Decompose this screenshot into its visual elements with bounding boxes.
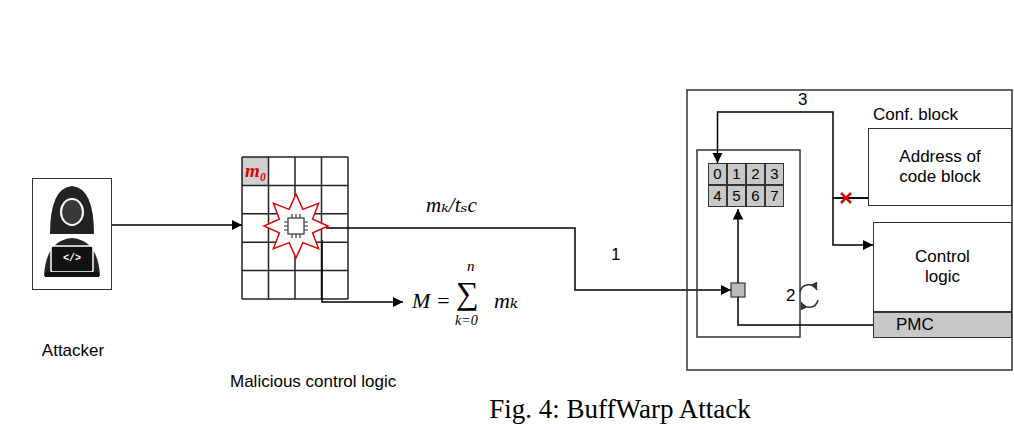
config-block: Conf. blockAddress of code block	[868, 128, 1012, 206]
body	[44, 238, 100, 276]
attacker-icon	[44, 186, 100, 277]
figure-caption: Fig. 4: BuffWarp Attack	[489, 395, 750, 425]
step-number: 2	[786, 287, 795, 306]
signal-wire	[326, 228, 731, 290]
node-text: 7	[770, 187, 778, 204]
sum-symbol: ∑	[456, 276, 479, 311]
fpga-outline	[687, 90, 1012, 370]
node-text: 1	[732, 165, 740, 182]
node-text: Control logic	[903, 247, 983, 286]
node-text: 4	[713, 187, 721, 204]
face	[61, 199, 83, 225]
chip-icon	[284, 214, 308, 238]
sum-leader	[322, 240, 403, 302]
laptop-base	[45, 272, 99, 277]
formula-term: M =	[412, 289, 451, 313]
step-number: 1	[611, 246, 620, 265]
buffer-frame	[697, 150, 800, 337]
loop-icon	[801, 300, 818, 307]
node-heading: Malicious control logic	[230, 372, 396, 392]
node-heading: Attacker	[42, 341, 104, 361]
buffer-cell: 5	[727, 185, 746, 207]
code-glyph: </>	[63, 253, 81, 264]
buffer-cell: 2	[746, 163, 765, 185]
node-text: 3	[770, 165, 778, 182]
cell-label: m₀	[245, 161, 266, 182]
hood	[50, 186, 94, 234]
buffer-cell: 7	[765, 185, 784, 207]
mux-square	[731, 283, 745, 297]
loop-icon	[800, 285, 817, 292]
write-wire	[737, 209, 739, 283]
node-heading: Conf. block	[873, 105, 958, 125]
formula-term: mₖ	[494, 289, 518, 313]
pmc-box: PMC	[873, 312, 1012, 338]
buffer-cell: 1	[727, 163, 746, 185]
buffer-cell: 6	[746, 185, 765, 207]
buffer-cell: 0	[708, 163, 727, 185]
laptop	[51, 246, 93, 272]
pmc-wire	[738, 297, 873, 325]
chip-body	[288, 218, 304, 234]
signal-label: mₖ/tₛc	[426, 194, 477, 217]
connector-arrow	[112, 224, 242, 226]
actor-box: Attacker	[32, 178, 112, 290]
node-text: Address of code block	[884, 147, 996, 186]
step-number: 3	[796, 91, 809, 110]
node-text: 0	[713, 165, 721, 182]
control-logic-box: Control logic	[873, 222, 1012, 312]
formula-limit: k=0	[455, 313, 478, 328]
buffer-cell: 3	[765, 163, 784, 185]
node-text: 6	[751, 187, 759, 204]
node-text: 2	[751, 165, 759, 182]
trojan-burst	[264, 194, 328, 258]
formula-limit: n	[467, 258, 475, 275]
grid-cell	[242, 157, 269, 185]
connector-arrow	[833, 198, 873, 245]
block-cross	[841, 193, 851, 203]
node-text: PMC	[874, 315, 934, 335]
chip-pins	[284, 214, 308, 238]
buffer-cell: 4	[708, 185, 727, 207]
node-text: 5	[732, 187, 740, 204]
